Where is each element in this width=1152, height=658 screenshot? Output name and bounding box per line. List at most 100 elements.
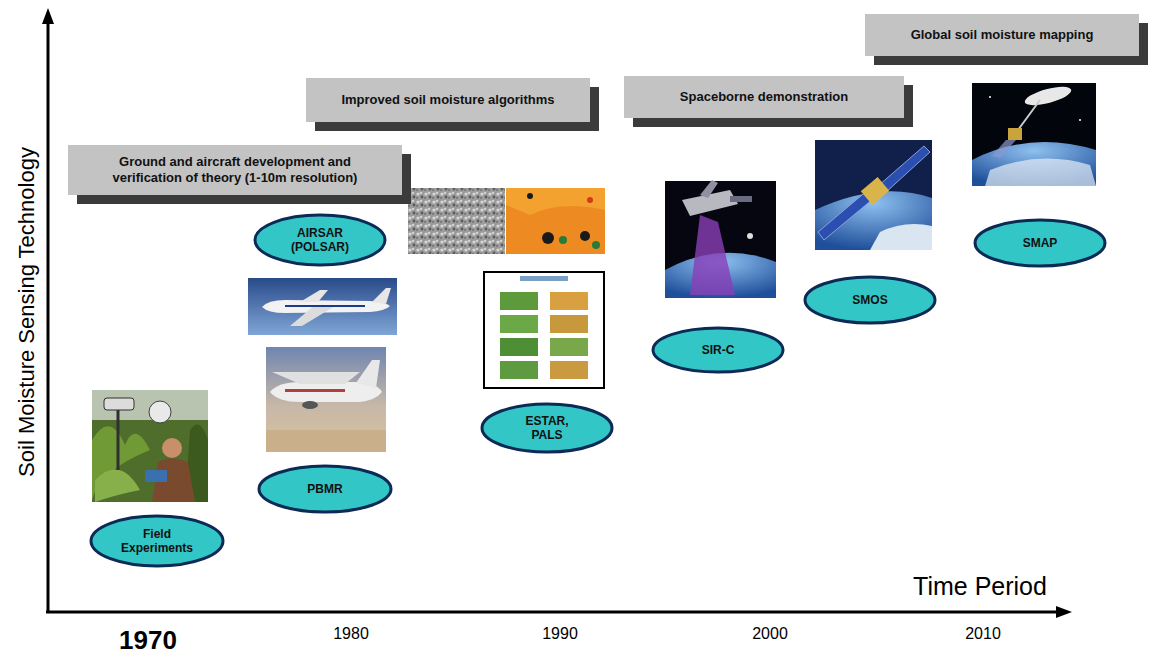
soil-moisture-map [506,188,605,254]
soil-moisture-map-part [506,188,605,254]
field-photo-part [104,398,134,410]
smos-image-part [815,140,932,250]
airsar-aircraft-photo-part [290,305,335,326]
airsar-aircraft-photo-part [248,278,397,335]
sensor-label: PBMR [307,482,342,496]
estar-map-panel-part [550,292,588,310]
sensor-ellipse: ESTAR, PALS [480,402,614,454]
soil-moisture-map-part [506,188,605,215]
axes-part [42,8,54,24]
node-text-block: Improved soil moisture algorithms [341,92,554,108]
soil-moisture-map-part [527,193,533,199]
node-text-block: AIRSAR (POLSAR) [284,226,356,254]
ellipse-shape [805,277,935,323]
radar-image-part [408,188,505,254]
smap-image-part [985,159,1096,186]
soil-moisture-map-part [542,232,554,244]
tick-label: 2010 [965,625,1001,643]
estar-map-panel-part [550,315,588,333]
smap-image-part [972,142,1096,186]
phase-banner: Global soil moisture mapping [865,14,1139,56]
phase-banner: Ground and aircraft development and veri… [68,145,402,195]
sir-c-image-part [665,181,776,298]
axes [42,8,1072,618]
ellipse-shape [255,215,385,265]
node-text-block: Spaceborne demonstration [680,89,848,105]
smap-image-part [1079,119,1081,121]
tick-label: 1970 [119,625,177,656]
smap-image-part [972,83,1096,186]
node-text-block: PBMR [307,482,342,496]
smap-image-part [1008,128,1022,140]
node-text-block: ESTAR, PALS [516,414,578,442]
soil-moisture-map-part [587,197,593,203]
smos-image-part [870,224,932,250]
ellipse-shape [259,466,391,512]
node-text-block: SMOS [852,293,887,307]
sir-c-image-part [690,215,735,295]
pbmr-aircraft-photo-part [356,360,380,388]
node-text-block: Ground and aircraft development and veri… [84,154,386,186]
pbmr-aircraft-photo-part [302,401,318,409]
phase-label: Improved soil moisture algorithms [341,92,554,108]
soil-moisture-map-part [580,231,590,241]
sensor-label: SIR-C [702,343,735,357]
phase-banner: Improved soil moisture algorithms [306,78,590,122]
sir-c-image [665,180,776,298]
estar-map-panel-part [500,292,538,310]
tick-label: 2000 [752,625,788,643]
estar-map-panel-part [550,361,588,379]
ellipse-shape [91,516,223,566]
node-text-block: SIR-C [702,343,735,357]
field-photo-part [149,401,171,423]
phase-label: Ground and aircraft development and veri… [84,154,386,186]
node-text-block: Field Experiments [117,527,197,555]
sensor-ellipse: PBMR [257,464,393,514]
tick-label: 1980 [333,625,369,643]
axes-part [47,22,50,612]
airsar-aircraft-photo-part [372,288,391,304]
ellipse-shape [653,328,783,372]
mission-ellipse: SIR-C [651,326,785,374]
phase-label: Global soil moisture mapping [911,27,1094,43]
soil-moisture-map-part [559,236,567,244]
sir-c-image-part [700,180,718,198]
sir-c-image-part [730,196,752,202]
sensor-ellipse: AIRSAR (POLSAR) [253,213,387,267]
radar-image [408,188,505,254]
airsar-aircraft-photo-part [285,305,365,307]
axes-part [46,611,1058,614]
smap-image-part [1018,100,1040,130]
pbmr-aircraft-photo [266,347,386,452]
mission-ellipse: SMOS [803,275,937,325]
estar-map-panel-part [484,272,604,388]
estar-map-panel [484,272,604,388]
phase-banner: Spaceborne demonstration [624,76,904,118]
field-photo [92,390,208,502]
field-photo-part [117,405,120,470]
sensor-ellipse: Field Experiments [89,514,225,568]
field-photo-part [95,470,140,502]
sensor-label: SMOS [852,293,887,307]
estar-map-panel-part [500,338,538,356]
estar-map-panel-part [500,315,538,333]
pbmr-aircraft-photo-part [266,430,386,452]
node-text-block: SMAP [1023,236,1058,250]
smos-image-part [861,177,889,205]
sensor-label: AIRSAR (POLSAR) [284,226,356,254]
smos-image [815,140,932,250]
sensor-label: ESTAR, PALS [516,414,578,442]
smap-image-part [992,140,1016,158]
smos-image-part [818,190,874,240]
axis-label: Soil Moisture Sensing Technology [14,147,40,477]
phase-label: Spaceborne demonstration [680,89,848,105]
field-photo-part [92,390,208,502]
smap-image [972,83,1096,186]
tick-label: 1990 [542,625,578,643]
field-photo-part [145,470,167,482]
estar-map-panel-part [550,338,588,356]
ellipse-shape [975,220,1105,266]
axes-part [1056,606,1072,618]
axis-label: Time Period [913,572,1047,601]
